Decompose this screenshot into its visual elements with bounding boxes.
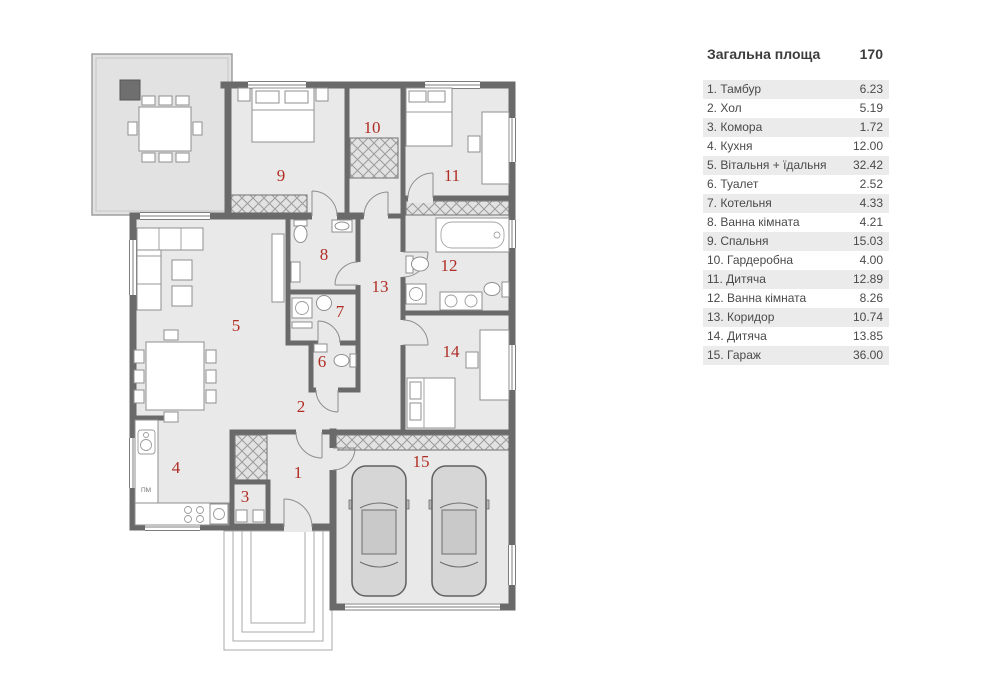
room-name: 12. Ванна кімната [707, 291, 807, 305]
terrace [91, 53, 233, 216]
room-name: 6. Туалет [707, 177, 759, 191]
room-name: 3. Комора [707, 120, 763, 134]
room-name: 15. Гараж [707, 348, 761, 362]
window [508, 545, 516, 585]
legend-row: 4. Кухня 12.00 [703, 137, 889, 156]
room-label-11: 11 [444, 166, 460, 185]
legend-row: 3. Комора 1.72 [703, 118, 889, 137]
room-name: 11. Дитяча [707, 272, 766, 286]
bedroom-14-furniture [406, 329, 510, 429]
room-area: 4.21 [859, 215, 883, 229]
legend-total-area: 170 [859, 46, 883, 62]
living-5-furniture [133, 227, 285, 423]
room-label-7: 7 [336, 302, 345, 321]
bathroom-8-fixtures [290, 219, 353, 283]
legend-row: 2. Хол 5.19 [703, 99, 889, 118]
room-name: 4. Кухня [707, 139, 753, 153]
room-area: 8.26 [859, 291, 883, 305]
terrace-table [127, 95, 203, 163]
kitchen-4-furniture: ПМ [134, 419, 230, 526]
room-area: 6.23 [859, 82, 883, 96]
room-label-14: 14 [443, 342, 461, 361]
legend-rows: 1. Тамбур 6.23 2. Хол 5.19 3. Комора 1.72 4… [703, 80, 889, 365]
room-name: 8. Ванна кімната [707, 215, 800, 229]
porch-steps [223, 530, 333, 651]
room-area: 12.00 [852, 139, 883, 153]
room-label-6: 6 [318, 352, 327, 371]
garage-shelving [335, 434, 510, 451]
room-area: 2.52 [859, 177, 883, 191]
terrace-slider-window [140, 212, 210, 220]
room-label-4: 4 [172, 458, 181, 477]
boiler-7-fixtures [291, 295, 332, 329]
room-label-8: 8 [320, 245, 329, 264]
bedroom-11-furniture [405, 87, 510, 185]
legend-row: 1. Тамбур 6.23 [703, 80, 889, 99]
legend-row: 9. Спальня 15.03 [703, 232, 889, 251]
room-area: 4.33 [859, 196, 883, 210]
room-label-10: 10 [364, 118, 381, 137]
floor-plan-svg: ПМ [91, 53, 516, 651]
wardrobe-hall [234, 434, 268, 481]
room-area: 12.89 [852, 272, 883, 286]
grill-icon [119, 79, 141, 101]
pantry-3-fixtures [235, 509, 265, 523]
garage-gate [345, 603, 500, 612]
room-area: 10.74 [852, 310, 883, 324]
wardrobe-hatches [230, 137, 510, 481]
room-label-13: 13 [372, 277, 389, 296]
car-icon [348, 465, 410, 597]
room-name: 13. Коридор [707, 310, 775, 324]
wardrobe-room9 [230, 194, 308, 214]
room-name: 2. Хол [707, 101, 742, 115]
room-label-1: 1 [294, 463, 303, 482]
legend-row: 5. Вітальня + їдальня 32.42 [703, 156, 889, 175]
room-label-2: 2 [297, 397, 306, 416]
bedroom-9-furniture [237, 87, 329, 143]
room-name: 10. Гардеробна [707, 253, 794, 267]
garage-cars [348, 465, 490, 597]
legend-row: 13. Коридор 10.74 [703, 308, 889, 327]
legend-row: 15. Гараж 36.00 [703, 346, 889, 365]
cabinet-room12 [405, 200, 510, 216]
wardrobe-room10 [349, 137, 399, 179]
room-area: 13.85 [852, 329, 883, 343]
car-icon [428, 465, 490, 597]
room-labels: 1 2 3 4 5 6 7 8 9 10 11 12 13 14 15 [172, 118, 460, 506]
bathroom-12-fixtures [405, 217, 510, 311]
legend-row: 14. Дитяча 13.85 [703, 327, 889, 346]
doors [283, 172, 434, 528]
room-label-15: 15 [413, 452, 430, 471]
legend-row: 6. Туалет 2.52 [703, 175, 889, 194]
window [129, 240, 137, 295]
room-area: 15.03 [852, 234, 883, 248]
room-label-5: 5 [232, 316, 241, 335]
legend-title: Загальна площа [707, 46, 821, 62]
room-area: 36.00 [852, 348, 883, 362]
door-openings [284, 194, 433, 532]
legend-row: 11. Дитяча 12.89 [703, 270, 889, 289]
room-name: 14. Дитяча [707, 329, 767, 343]
legend-header: Загальна площа 170 [703, 46, 889, 62]
legend-row: 8. Ванна кімната 4.21 [703, 213, 889, 232]
room-name: 7. Котельня [707, 196, 772, 210]
toilet-6-fixtures [313, 343, 357, 368]
room-area: 4.00 [859, 253, 883, 267]
legend-row: 10. Гардеробна 4.00 [703, 251, 889, 270]
area-legend: Загальна площа 170 1. Тамбур 6.23 2. Хол 5… [703, 46, 889, 365]
room-area: 1.72 [859, 120, 883, 134]
room-label-9: 9 [277, 166, 286, 185]
dishwasher-label: ПМ [141, 487, 151, 494]
room-area: 32.42 [852, 158, 883, 172]
room-name: 9. Спальня [707, 234, 769, 248]
room-name: 1. Тамбур [707, 82, 762, 96]
legend-row: 12. Ванна кімната 8.26 [703, 289, 889, 308]
legend-row: 7. Котельня 4.33 [703, 194, 889, 213]
room-name: 5. Вітальня + їдальня [707, 158, 827, 172]
room-area: 5.19 [859, 101, 883, 115]
room-label-12: 12 [441, 256, 458, 275]
room-label-3: 3 [241, 487, 250, 506]
